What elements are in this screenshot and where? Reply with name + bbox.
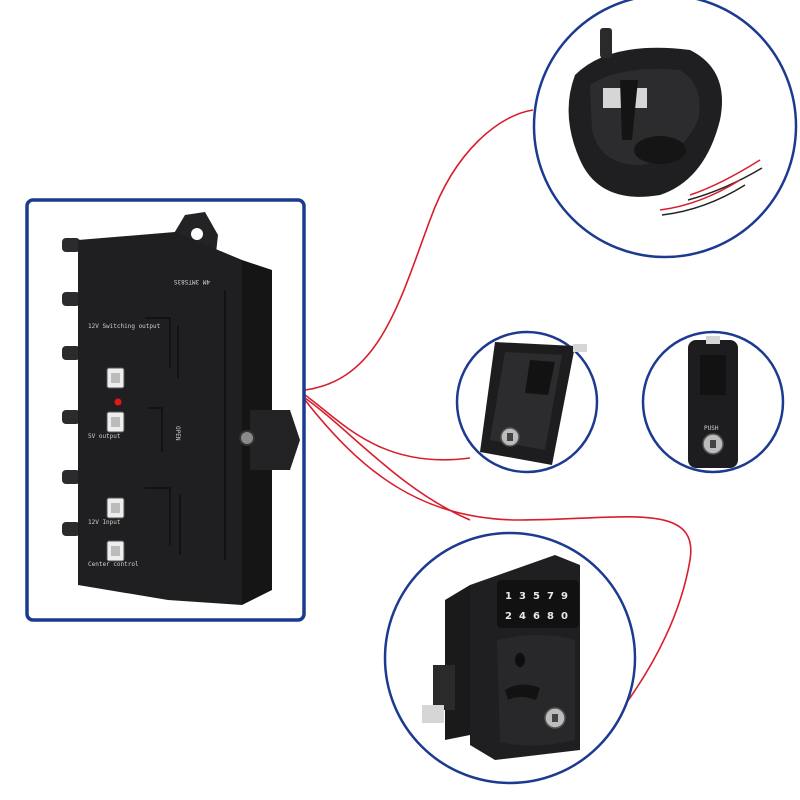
label-model: 4M 3MTS83S xyxy=(173,278,210,285)
keypad-lock-circle: 1 3 5 7 9 2 4 6 8 0 xyxy=(383,531,637,785)
key-9: 9 xyxy=(561,591,568,602)
key-4: 4 xyxy=(519,611,526,622)
wire-to-keypad-lock xyxy=(304,399,692,706)
label-sensor-output: 5V output xyxy=(88,433,121,440)
wire-to-push-lock xyxy=(304,397,471,521)
status-led xyxy=(114,398,122,406)
key-3: 3 xyxy=(519,591,526,602)
label-open: OPEN xyxy=(174,426,181,441)
key-8: 8 xyxy=(547,611,554,622)
wire-to-latch-lock xyxy=(304,394,471,461)
handle-lock-circle xyxy=(532,0,798,259)
keypad-keys: 1 3 5 7 9 2 4 6 8 0 xyxy=(505,591,568,622)
key-2: 2 xyxy=(505,611,512,622)
keypad xyxy=(497,580,579,628)
push-lock-circle: PUSH xyxy=(641,330,785,474)
label-push: PUSH xyxy=(704,425,719,432)
connector-ports xyxy=(106,367,125,562)
label-switching-output: 12V Switching output xyxy=(88,323,161,330)
key-0: 0 xyxy=(561,611,568,622)
controller-module: 12V Switching output 5V output 12V Input… xyxy=(62,212,300,605)
key-6: 6 xyxy=(533,611,540,622)
connection-wires xyxy=(304,109,692,706)
key-1: 1 xyxy=(505,591,512,602)
wire-to-handle-lock xyxy=(304,109,534,391)
latch-lock-circle xyxy=(455,330,599,474)
label-input: 12V Input xyxy=(88,519,121,526)
label-control: Center control xyxy=(88,561,139,568)
key-5: 5 xyxy=(533,591,540,602)
key-7: 7 xyxy=(547,591,554,602)
